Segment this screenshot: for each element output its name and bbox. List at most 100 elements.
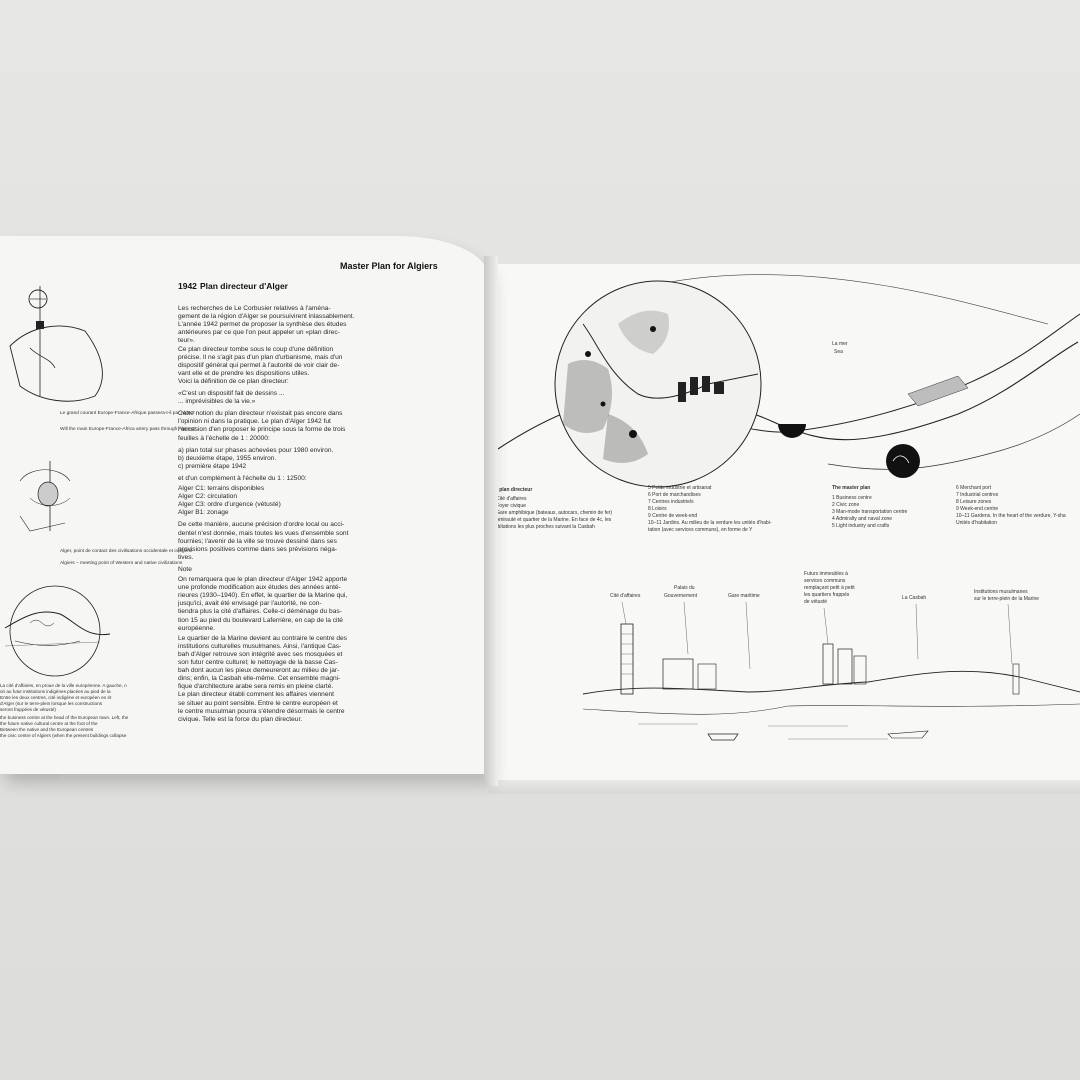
legend-item: 6 Merchant port bbox=[956, 485, 992, 491]
right-page: La mer Sea Le plan directeur 1 Cité d'af… bbox=[488, 264, 1080, 780]
text-line: fique d'architecture arabe sera remis en… bbox=[178, 683, 334, 691]
legend-item: 6 Port de marchandises bbox=[648, 492, 701, 498]
skyline-label-casbah: La Casbah bbox=[902, 595, 927, 601]
skyline-sketch bbox=[582, 601, 1080, 741]
legend-item: 7 Industrial centres bbox=[956, 492, 999, 498]
skyline-label-futurs: les quartiers frappés bbox=[804, 592, 850, 598]
text-line: ... imprévisibles de la vie.» bbox=[178, 398, 256, 406]
text-line: De cette manière, aucune précision d'ord… bbox=[178, 521, 345, 529]
legend-item: 8 Leisure zones bbox=[956, 499, 992, 505]
text-line: On remarquera que le plan directeur d'Al… bbox=[178, 576, 348, 583]
text-line: Le quartier de la Marine devient au cont… bbox=[178, 634, 347, 642]
legend-fr-title: Le plan directeur bbox=[492, 487, 533, 493]
text-line: précise. Il ne s'agit pas d'un plan d'ur… bbox=[178, 353, 343, 361]
sea-label-en: Sea bbox=[834, 349, 843, 355]
text-line: Le plan directeur établi comment les aff… bbox=[178, 691, 335, 699]
french-heading-year: 1942 bbox=[178, 281, 197, 291]
text-line: provisions positives comme dans ses prév… bbox=[178, 545, 338, 553]
text-line: européenne. bbox=[178, 624, 216, 632]
text-line: civique. Telle est la force du plan dire… bbox=[178, 715, 303, 723]
text-line: Ce plan directeur tombe sous le coup d'u… bbox=[178, 345, 334, 353]
legend-item: Unités d'habitation bbox=[956, 520, 997, 526]
skyline-label-gare-maritime: Gare maritime bbox=[728, 593, 760, 599]
sidebar-caption-2-en: Algiers – meeting point of Western and n… bbox=[60, 561, 183, 566]
text-line: bah d'Alger retrouve son intégrité avec … bbox=[178, 650, 343, 658]
legend-item: 2 Foyer civique bbox=[492, 503, 526, 509]
caption-line: d'Alger (sur le terre-plein lorsque les … bbox=[0, 701, 102, 706]
legend-item: 3 Gare amphibique (bateaux, autocars, ch… bbox=[492, 510, 613, 516]
text-line: feuilles à l'échelle de 1 : 20000: bbox=[178, 434, 270, 442]
text-line: gement de la région d'Alger se poursuivi… bbox=[178, 313, 355, 321]
caption-line: the future native cultural centre at the… bbox=[0, 721, 98, 726]
text-line: a) plan total sur phases achevées pour 1… bbox=[178, 446, 334, 454]
skyline-label-futurs: Futurs immeubles à bbox=[804, 571, 848, 577]
text-line: l'occasion d'en proposer le principe sou… bbox=[178, 426, 346, 434]
english-heading: Master Plan for Algiers bbox=[340, 261, 438, 271]
legend-item: habitations les plus proches suivant la … bbox=[492, 524, 595, 530]
caption-line: seront frappées de vétusté) bbox=[0, 707, 56, 712]
skyline-label-cite-affaires: Cité d'affaires bbox=[610, 593, 641, 599]
text-line: tion 15 au pied du boulevard Laferrière,… bbox=[178, 616, 343, 624]
caption-line: La cité d'affaires, en proue de la ville… bbox=[0, 683, 127, 688]
legend-item: 8 Loisirs bbox=[648, 506, 667, 512]
legend-item: tation (avec services communs), en forme… bbox=[648, 527, 753, 533]
sidebar-sketches bbox=[4, 286, 111, 677]
text-line: vant elle et de prendre les dispositions… bbox=[178, 369, 310, 377]
legend-item: 10–11 Gardens. In the heart of the verdu… bbox=[956, 513, 1066, 519]
sidebar-caption-2-fr: Alger, point de contact des civilisation… bbox=[60, 549, 193, 554]
caption-line: oir au futur institutions indigènes plac… bbox=[0, 689, 111, 694]
legend-item: 5 Light industry and crafts bbox=[832, 523, 890, 529]
text-line: Alger B1: zonage bbox=[178, 509, 229, 517]
sidebar-caption-1-fr: Le grand courant Europe-France-Afrique p… bbox=[60, 411, 195, 416]
french-heading-title: Plan directeur d'Alger bbox=[200, 281, 288, 291]
text-line: Les recherches de Le Corbusier relatives… bbox=[178, 305, 331, 312]
text-line: Alger C2: circulation bbox=[178, 493, 238, 501]
master-plan-map bbox=[497, 274, 1080, 488]
text-line: tiendra plus la cité d'affaires. Celle-c… bbox=[178, 608, 342, 616]
book-gutter bbox=[484, 256, 498, 786]
text-line: rieures (1930–1940). En effet, le quarti… bbox=[178, 592, 348, 600]
text-line: l'opinion ni dans la pratique. Le plan d… bbox=[178, 418, 331, 426]
skyline-label-institutions: sur le terre-plein de la Marine bbox=[974, 596, 1040, 602]
left-page: Le grand courant Europe-France-Afrique p… bbox=[0, 236, 488, 774]
legend-item: 4 Amirauté et quartier de la Marine. En … bbox=[492, 517, 612, 523]
text-line: institutions culturelles musulmanes. Ain… bbox=[178, 642, 342, 650]
text-line: c) première étape 1942 bbox=[178, 462, 247, 470]
legend-item: 5 Petite industrie et artisanat bbox=[648, 485, 712, 491]
caption-line: Entre les deux centres, cité indigène et… bbox=[0, 695, 112, 700]
right-page-edge bbox=[488, 780, 1080, 794]
legend-item: 3 Man-mode transportation centre bbox=[832, 509, 908, 515]
legend-item: 9 Centre de week-end bbox=[648, 513, 698, 519]
text-line: Alger C3: ordre d'urgence (vétusté) bbox=[178, 501, 281, 509]
text-line: teur». bbox=[178, 337, 195, 345]
text-line: tives. bbox=[178, 553, 194, 561]
legend-item: 1 Business centre bbox=[832, 495, 872, 501]
text-line: et d'un complément à l'échelle du 1 : 12… bbox=[178, 474, 307, 482]
text-line: jusqu'ici, avait été envisagé par l'auto… bbox=[178, 600, 322, 608]
sea-label-fr: La mer bbox=[832, 341, 848, 347]
legend-item: 2 Civic zone bbox=[832, 502, 860, 508]
text-line: Note bbox=[178, 565, 192, 573]
legend-item: 4 Admiralty and naval zone bbox=[832, 516, 893, 522]
text-line: Cette notion du plan directeur n'existai… bbox=[178, 410, 343, 418]
skyline-label-palais: Palais du bbox=[674, 585, 695, 591]
caption-line: Between the native and the European cent… bbox=[0, 727, 94, 732]
text-line: se situer au point sensible. Entre le ce… bbox=[178, 699, 338, 707]
text-line: L'année 1942 permet de proposer la synth… bbox=[178, 321, 347, 329]
text-line: le centre musulman pourra s'étendre déso… bbox=[178, 707, 345, 715]
legend-item: 1 Cité d'affaires bbox=[492, 496, 527, 502]
text-line: dins; enfin, la Casbah elle-même. Cet en… bbox=[178, 675, 341, 683]
text-line: fournies; l'avenir de la ville se trouve… bbox=[178, 537, 337, 545]
text-line: Alger C1: terrains disponibles bbox=[178, 485, 265, 492]
text-line: b) deuxième étape, 1955 environ. bbox=[178, 454, 277, 462]
skyline-label-futurs: services communs bbox=[804, 578, 846, 584]
text-line: une profonde modification aux études des… bbox=[178, 584, 341, 592]
legend-item: 10–11 Jardins. Au milieu de la verdure l… bbox=[648, 520, 772, 526]
text-line: son futur centre culturel; le nettoyage … bbox=[178, 659, 338, 666]
legend-en-title: The master plan bbox=[832, 485, 871, 491]
text-line: Voici la définition de ce plan directeur… bbox=[178, 377, 289, 385]
skyline-label-futurs: de vétusté bbox=[804, 599, 828, 605]
text-line: bah dont aucun les pieux demeureront au … bbox=[178, 667, 340, 675]
caption-line: the business centre at the head of the E… bbox=[0, 715, 129, 720]
caption-line: the civic centre of Algiers (when the pr… bbox=[0, 733, 127, 738]
